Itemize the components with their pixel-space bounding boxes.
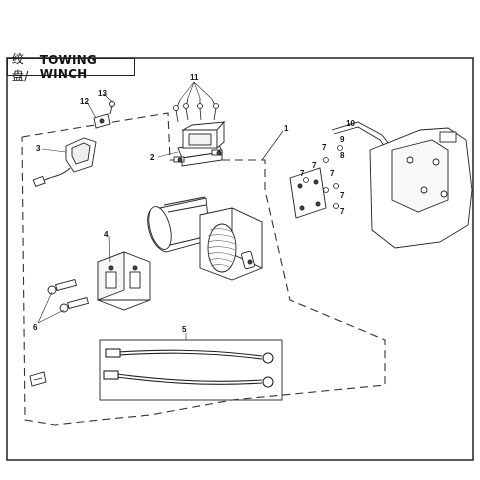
screw-group-11 — [173, 97, 219, 123]
battery-cables — [99, 339, 283, 401]
callout-7: 7 — [322, 143, 327, 152]
callout-7b: 7 — [300, 169, 305, 178]
hardware-7 — [303, 145, 343, 209]
callout-10: 10 — [346, 119, 355, 128]
callout-5: 5 — [182, 325, 187, 334]
callout-1: 1 — [284, 124, 289, 133]
callout-12: 12 — [80, 97, 89, 106]
winch-assembly — [147, 196, 263, 281]
vehicle-frame — [369, 127, 473, 249]
callout-9: 9 — [340, 135, 345, 144]
title-english: TOWING WINCH — [39, 53, 97, 81]
callout-3: 3 — [36, 144, 41, 153]
winch-switch — [32, 137, 97, 188]
mount-bolts — [47, 278, 89, 313]
solenoid-box — [173, 120, 226, 167]
callout-4: 4 — [104, 230, 109, 239]
callout-6: 6 — [33, 323, 38, 332]
callout-13: 13 — [98, 89, 107, 98]
callout-11: 11 — [190, 73, 199, 82]
callout-2: 2 — [150, 153, 155, 162]
leader-lines — [37, 81, 359, 340]
reference-tag — [29, 371, 47, 387]
title-chinese: 绞盘/ — [12, 52, 29, 83]
outer-frame — [6, 57, 474, 461]
callout-labels: 1 2 3 4 5 6 7 8 9 10 11 12 13 7 7 7 7 7 — [33, 73, 355, 334]
diagram-title: 绞盘/ TOWING WINCH — [7, 52, 135, 83]
callout-7e: 7 — [340, 207, 345, 216]
callout-8: 8 — [340, 151, 345, 160]
callout-7f: 7 — [312, 161, 317, 170]
winch-mount-plate — [97, 251, 151, 311]
callout-7d: 7 — [340, 191, 345, 200]
switch-bracket — [93, 101, 115, 129]
callout-7c: 7 — [330, 169, 335, 178]
cable-windings — [207, 228, 236, 268]
leader-1 — [261, 130, 284, 161]
